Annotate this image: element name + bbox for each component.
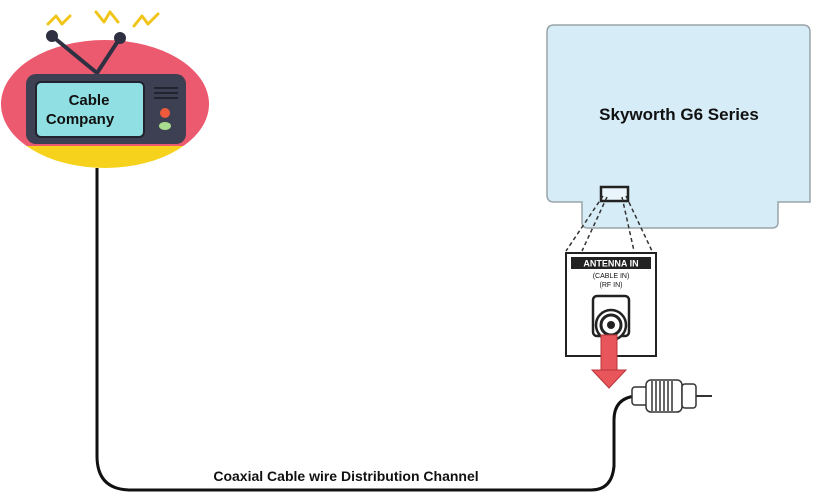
badge-yellow-band	[1, 146, 209, 168]
port-subtitle-1: (CABLE IN)	[593, 273, 630, 280]
port-subtitle-2: (RF IN)	[600, 282, 623, 289]
insert-arrow-icon	[590, 334, 628, 389]
tv-screen	[35, 81, 145, 138]
tv-knob-green	[159, 122, 171, 130]
coax-connector-icon	[591, 294, 631, 342]
cable-company-label-line2: Company	[46, 111, 115, 128]
zoom-lines	[565, 195, 653, 252]
tv-model-label: Skyworth G6 Series	[599, 105, 759, 124]
port-title-bar	[571, 257, 651, 269]
antenna-in-port: ANTENNA IN (CABLE IN) (RF IN)	[565, 252, 657, 357]
cable-plug-icon	[631, 379, 712, 413]
signal-sparks-icon	[46, 10, 160, 28]
cable-company-label-line1: Cable	[69, 92, 110, 109]
port-title: ANTENNA IN	[583, 259, 638, 269]
coaxial-cable-line	[95, 168, 637, 492]
tv-knob-red	[160, 108, 170, 118]
tv-speaker-grille	[154, 87, 178, 99]
cable-company-logo: Cable Company	[1, 10, 209, 168]
cable-label: Coaxial Cable wire Distribution Channel	[213, 468, 478, 484]
panel-port-cutout	[599, 185, 630, 203]
tv-back-panel	[546, 24, 811, 229]
antenna-icon	[46, 30, 126, 75]
